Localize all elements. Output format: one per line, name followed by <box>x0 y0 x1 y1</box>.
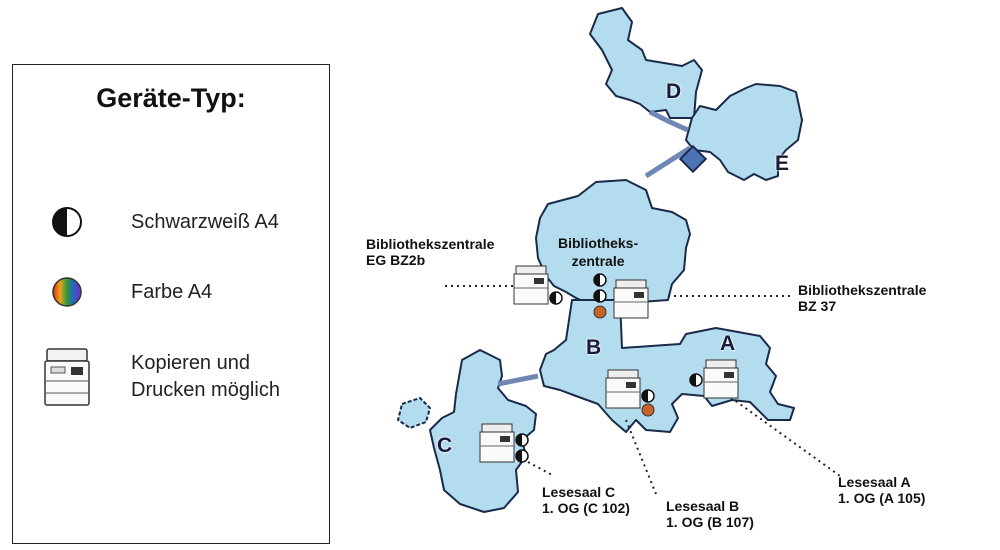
building-e-label: E <box>775 152 790 175</box>
color-device-markers <box>593 305 655 417</box>
location-bz2b-label: Bibliothekszentrale EG BZ2b <box>366 236 495 268</box>
copier-a105 <box>703 359 739 399</box>
copier-bz2b <box>513 265 549 305</box>
building-b-shape <box>539 299 795 433</box>
legend-item-color: Farbe A4 <box>37 275 212 309</box>
legend-box: Geräte-Typ: Schwarzweiß A4 <box>12 64 330 544</box>
building-b-label: B <box>586 336 602 359</box>
campus-map: D E B A C Bibliotheks- zentrale Biblioth… <box>350 0 1000 550</box>
building-d-label: D <box>666 80 682 103</box>
copier-b107 <box>605 369 641 409</box>
legend-label-copier: Kopieren und Drucken möglich <box>131 352 280 401</box>
location-c102-label: Lesesaal C 1. OG (C 102) <box>542 484 630 516</box>
building-a-label: A <box>720 332 736 355</box>
building-e-shape <box>685 83 803 181</box>
color-circle-icon <box>37 275 97 309</box>
location-b107-label: Lesesaal B 1. OG (B 107) <box>666 498 754 530</box>
bw-half-circle-icon <box>37 205 97 239</box>
copier-icon <box>37 345 97 409</box>
copier-c102 <box>479 423 515 463</box>
legend-item-copier: Kopieren und Drucken möglich <box>37 345 280 409</box>
legend-label-bw: Schwarzweiß A4 <box>131 210 279 233</box>
legend-label-color: Farbe A4 <box>131 280 213 303</box>
legend-title: Geräte-Typ: <box>96 83 246 113</box>
building-d-shape <box>589 7 703 119</box>
floor-plan <box>397 7 841 513</box>
connector-node <box>678 144 708 174</box>
location-bz37-label: Bibliothekszentrale BZ 37 <box>798 282 927 314</box>
building-c-label: C <box>437 434 453 457</box>
library-center-label: Bibliotheks- zentrale <box>558 235 639 269</box>
location-a105-label: Lesesaal A 1. OG (A 105) <box>838 474 926 506</box>
bw-device-markers <box>515 273 703 463</box>
copier-bz37 <box>613 279 649 319</box>
legend-item-bw: Schwarzweiß A4 <box>37 205 279 239</box>
